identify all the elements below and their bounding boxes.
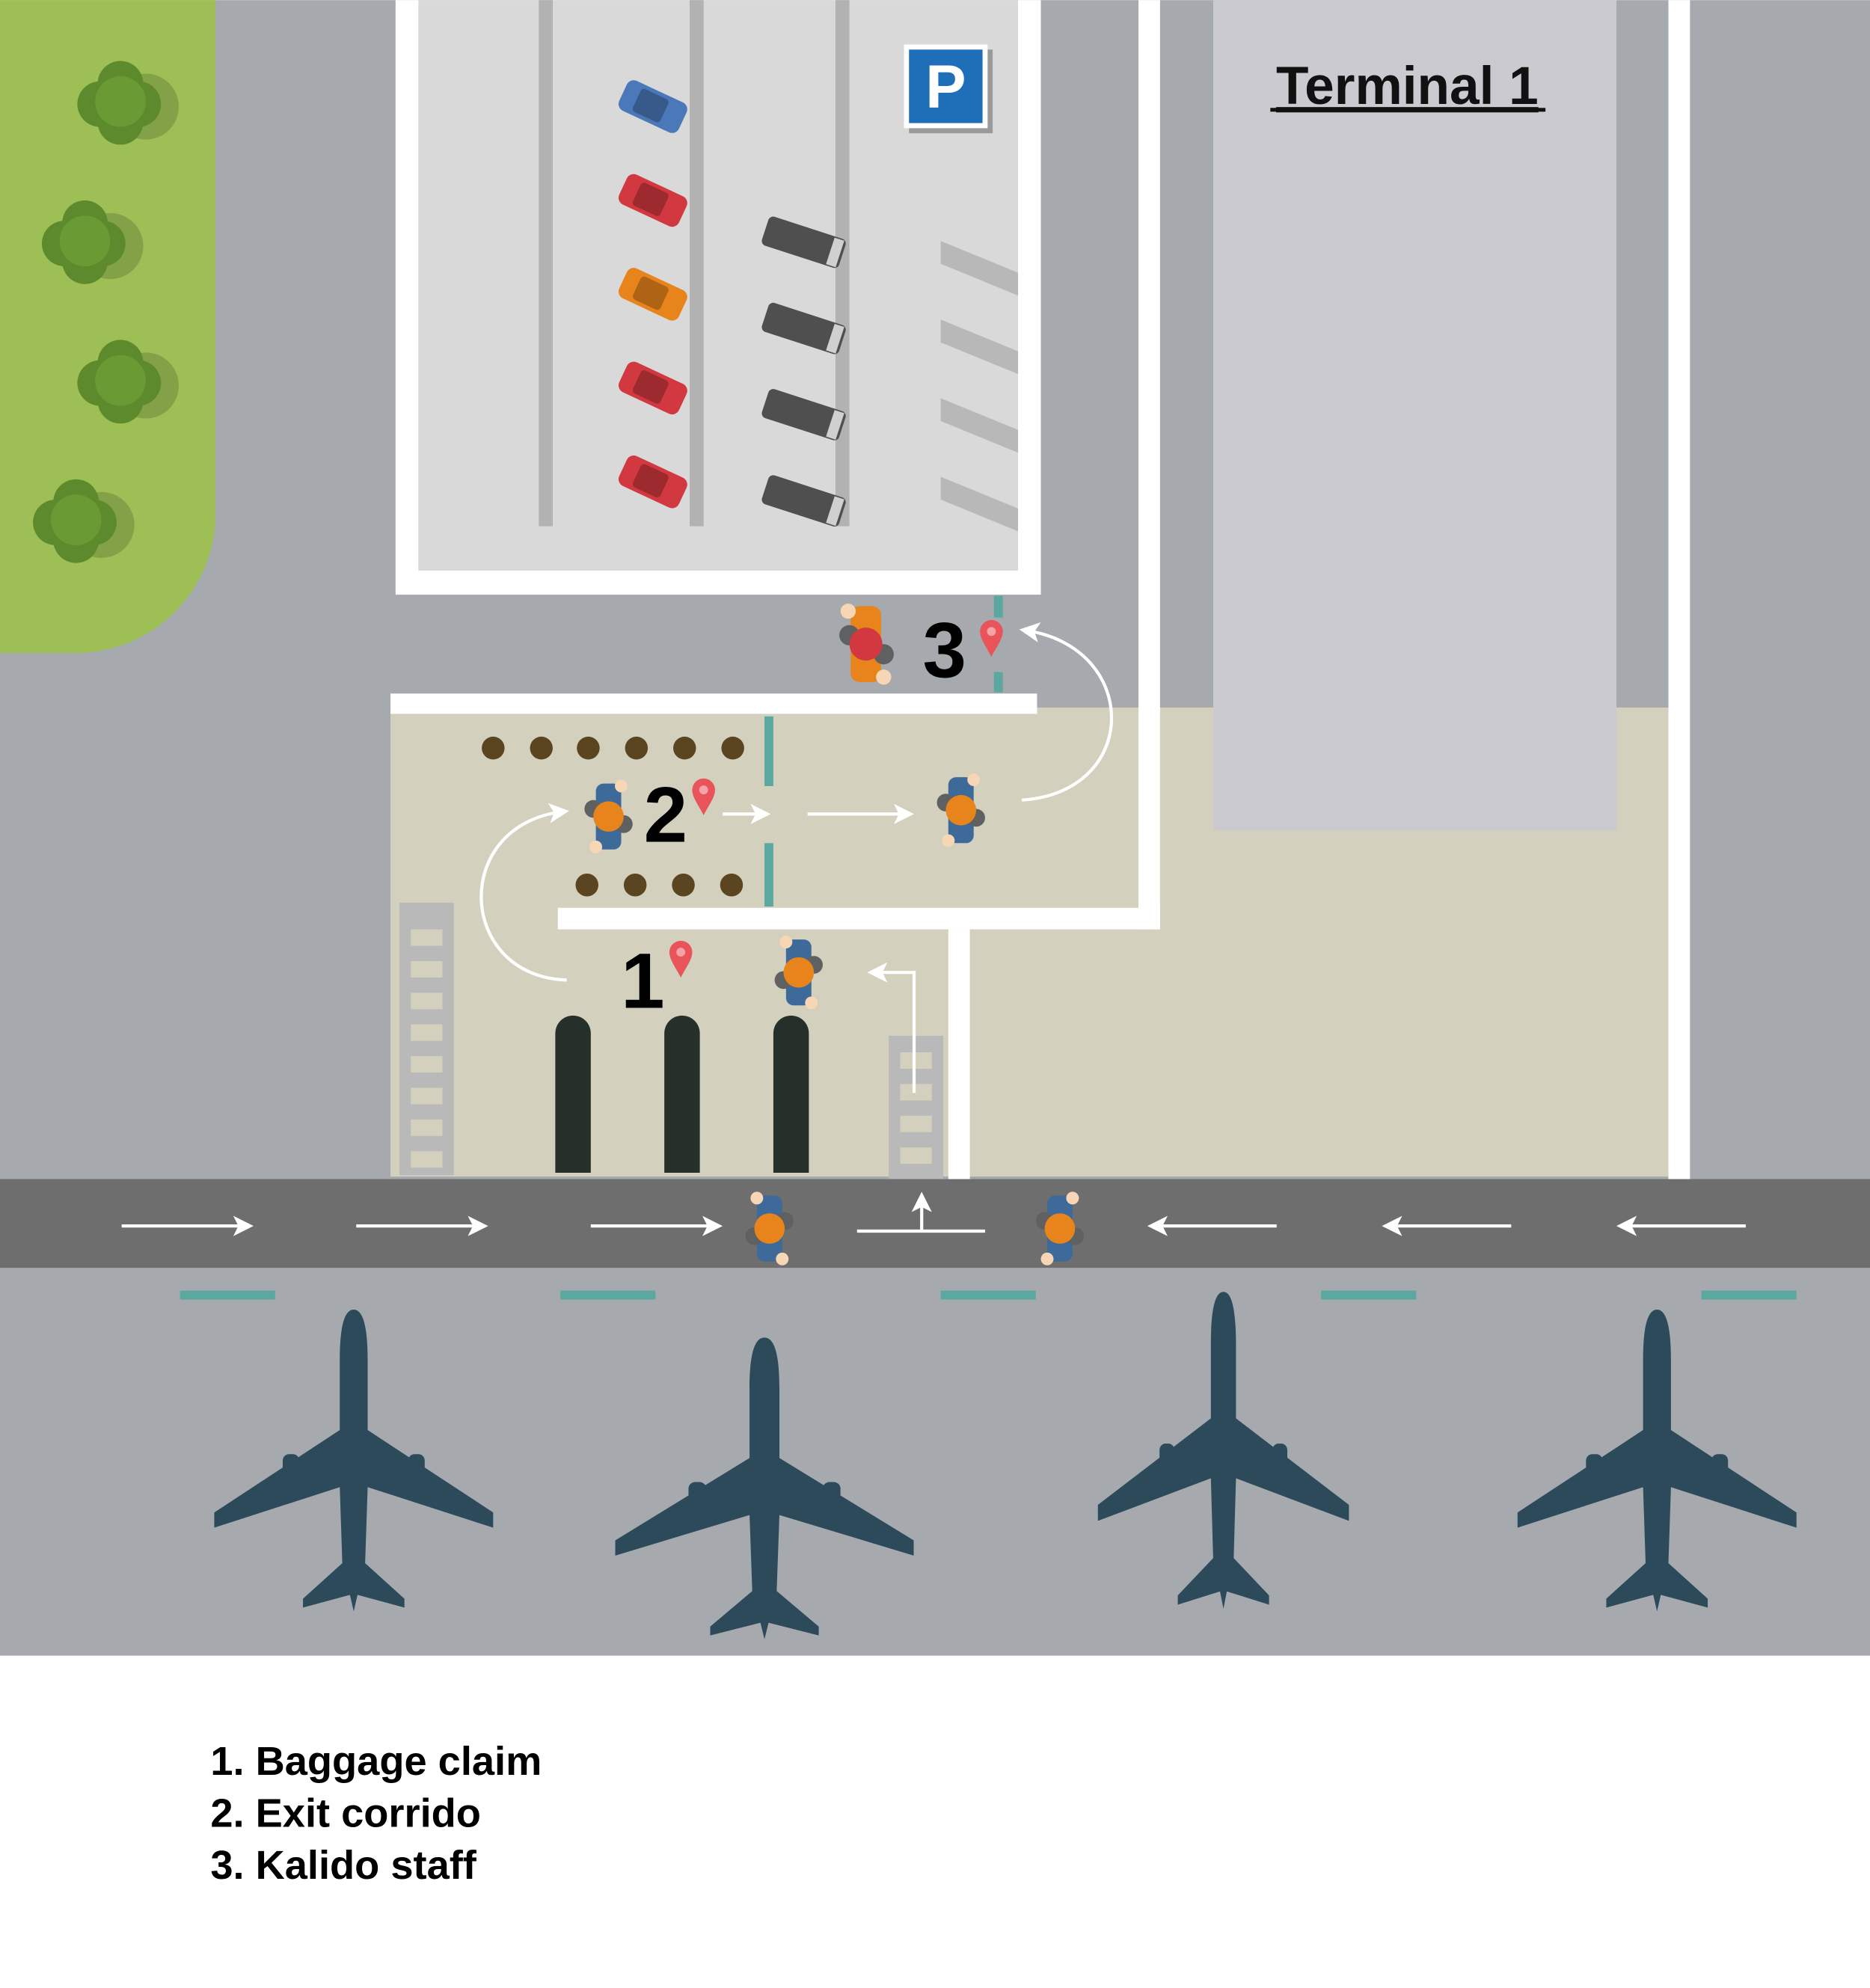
queue-posts: [482, 736, 744, 897]
passenger-flow-arrows: [479, 622, 1113, 1093]
legend-item-3: 3. Kalido staff: [210, 1843, 476, 1888]
terminal-label: Terminal 1: [1276, 57, 1539, 116]
grass-area: [0, 0, 216, 654]
parking-sign-label: P: [925, 53, 966, 121]
walls: [390, 0, 1690, 1181]
marker-1-number: 1: [621, 938, 664, 1025]
road-arrows: [121, 1191, 1746, 1236]
white-margin: [0, 1655, 1870, 1988]
marker-2: 2: [644, 772, 715, 859]
gates: [764, 595, 1003, 907]
legend-item-1: 1. Baggage claim: [210, 1739, 542, 1784]
marker-2-number: 2: [644, 772, 687, 859]
marker-1: 1: [621, 938, 693, 1025]
service-road: [0, 1179, 1870, 1268]
parking-sign: P: [904, 44, 993, 134]
terminal-building: [1213, 0, 1617, 831]
terminal-label-underline: [1270, 108, 1546, 112]
marker-3-number: 3: [922, 607, 966, 694]
legend-item-2: 2. Exit corrido: [210, 1791, 481, 1836]
baggage-carousels: [555, 1015, 809, 1173]
legend: 1. Baggage claim 2. Exit corrido 3. Kali…: [210, 1739, 542, 1888]
ladders: [399, 902, 944, 1179]
marker-3: 3: [922, 607, 1003, 694]
stand-markings: [180, 1290, 1797, 1300]
